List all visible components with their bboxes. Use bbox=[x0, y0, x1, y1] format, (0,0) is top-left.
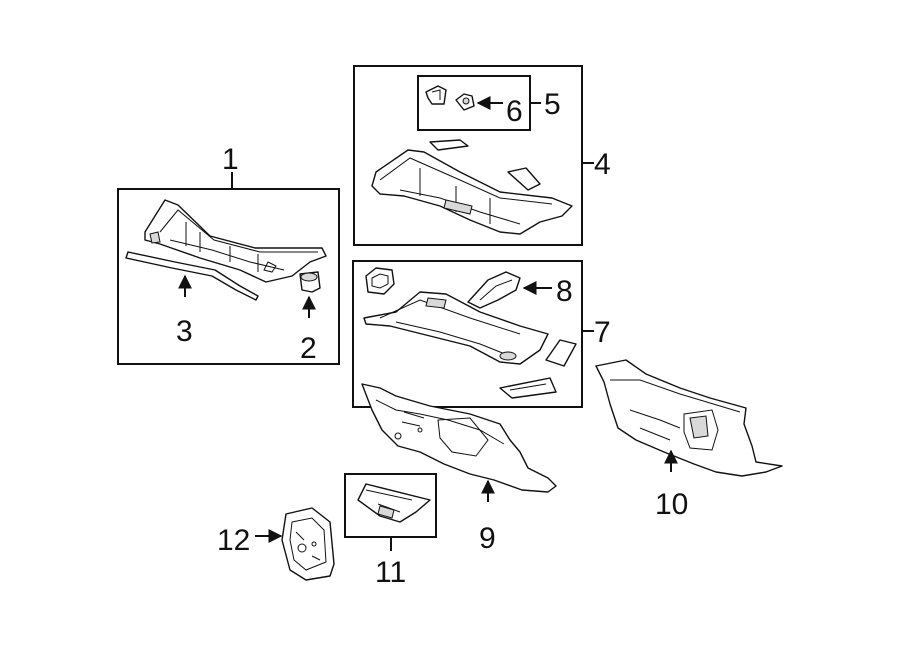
callout-11: 11 bbox=[375, 556, 406, 589]
callout-4: 4 bbox=[594, 148, 611, 181]
callout-2: 2 bbox=[300, 332, 317, 365]
group-4: 4 5 6 bbox=[353, 65, 611, 246]
support-bracket bbox=[357, 483, 431, 523]
group-4-box bbox=[353, 65, 583, 246]
dash-panel-10 bbox=[595, 359, 783, 477]
seal-strip bbox=[125, 251, 259, 301]
cowl-panel-lower bbox=[363, 291, 549, 365]
group-11: 11 bbox=[344, 473, 437, 589]
callout-3: 3 bbox=[176, 315, 193, 348]
cowl-vent-panel bbox=[144, 199, 327, 283]
cowl-panel-upper bbox=[371, 149, 573, 235]
group-7-box bbox=[352, 260, 583, 408]
callout-9: 9 bbox=[479, 522, 496, 555]
callout-12: 12 bbox=[217, 524, 250, 557]
reinforcement-bracket bbox=[467, 271, 521, 309]
callout-6: 6 bbox=[506, 95, 523, 128]
bottom-bracket bbox=[499, 377, 557, 399]
side-piece bbox=[545, 339, 577, 367]
group-7: 7 8 bbox=[352, 260, 611, 408]
callout-8: 8 bbox=[556, 275, 573, 308]
callout-5: 5 bbox=[544, 88, 561, 121]
grommet-part bbox=[365, 267, 395, 295]
side-bracket bbox=[507, 167, 541, 191]
clip-part bbox=[299, 271, 321, 293]
upper-plate bbox=[429, 139, 469, 151]
dash-panel-9 bbox=[361, 383, 557, 493]
callout-10: 10 bbox=[655, 488, 688, 521]
group-1-box bbox=[117, 188, 340, 365]
callout-1: 1 bbox=[222, 143, 239, 176]
bracket-part bbox=[425, 85, 447, 105]
callout-7: 7 bbox=[594, 316, 611, 349]
group-1: 1 3 2 bbox=[117, 143, 340, 365]
fastener-part bbox=[455, 93, 475, 111]
access-cover-12 bbox=[281, 507, 335, 581]
